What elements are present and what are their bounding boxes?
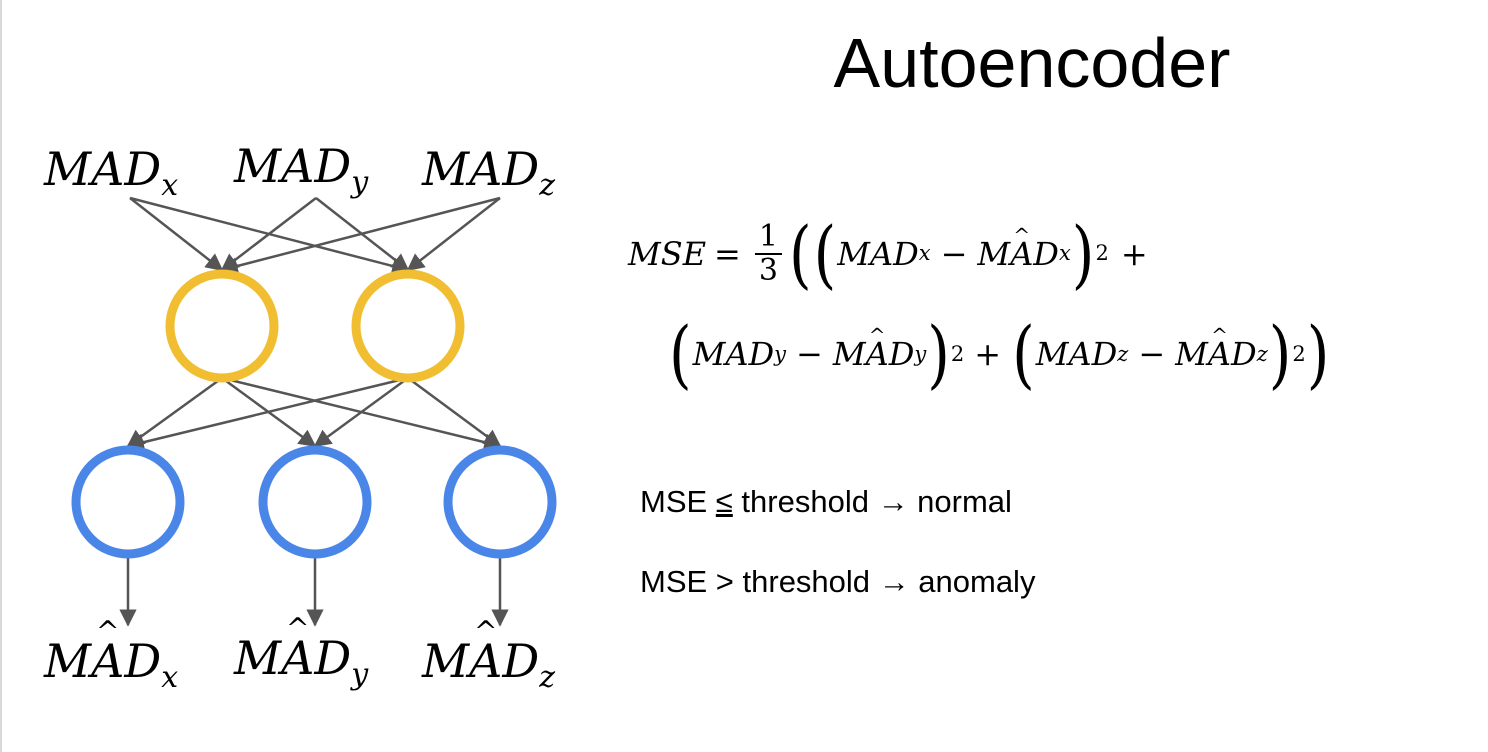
edge-hidden-1-to-output-2 (407, 376, 502, 448)
slide-left-border (0, 0, 2, 752)
output-label-x: M^ADx (44, 615, 179, 695)
network-edges (119, 196, 509, 627)
input-label-x: MADx (44, 142, 179, 203)
output-node-2 (443, 445, 557, 559)
edge-input-0-to-hidden-0 (129, 197, 224, 272)
output-node-1 (258, 445, 372, 559)
edge-input-1-to-hidden-0 (220, 197, 317, 272)
edge-input-2-to-hidden-1 (406, 197, 501, 272)
edge-hidden-1-to-output-0 (126, 376, 409, 451)
output-label-y: M^ADy (234, 612, 369, 692)
output-node-0 (71, 445, 185, 559)
one-third-fraction: 1 3 (754, 221, 782, 286)
edge-hidden-1-to-output-1 (313, 376, 409, 448)
input-label-y: MADy (234, 139, 369, 200)
autoencoder-network-diagram (71, 196, 557, 627)
rule-normal: MSE ≤ threshold → normal (640, 484, 1012, 519)
input-label-z: MADz (422, 142, 556, 203)
hidden-node-1 (351, 269, 465, 383)
network-nodes (71, 269, 557, 559)
hidden-node-0 (165, 269, 279, 383)
output-label-z: M^ADz (422, 615, 556, 695)
slide-title: Autoencoder (833, 24, 1231, 102)
rule-anomaly: MSE > threshold → anomaly (640, 564, 1036, 599)
edge-input-2-to-hidden-0 (220, 196, 501, 275)
